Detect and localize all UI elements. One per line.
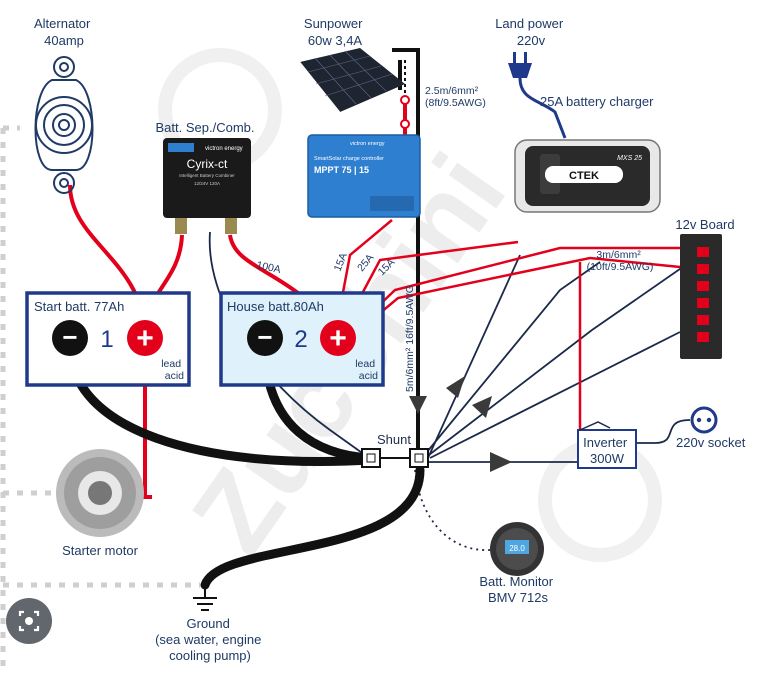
ground-icon — [193, 585, 217, 611]
svg-text:victron energy: victron energy — [350, 141, 385, 147]
flow-arrows — [409, 376, 512, 472]
solar-cable-label: 2.5m/6mm² (8ft/9.5AWG) — [425, 85, 486, 109]
lens-search-icon[interactable] — [6, 598, 52, 644]
svg-text:12/24V 120A: 12/24V 120A — [194, 181, 220, 186]
start-batt-number: 1 — [100, 326, 113, 353]
sunpower-label: Sunpower 60w 3,4A — [304, 16, 366, 48]
house-batt-label: House batt.80Ah — [227, 299, 324, 314]
svg-text:Cyrix-ct: Cyrix-ct — [187, 157, 228, 171]
starter-motor-icon — [56, 449, 144, 537]
start-lead-acid: lead acid — [161, 358, 184, 382]
start-battery — [25, 291, 191, 387]
cyrix-combiner: victron energy Cyrix-ct Intelligent Batt… — [163, 138, 251, 234]
12v-board — [680, 234, 722, 359]
main-cable-label: 5m/6mm² 16ft/9.5AWG — [404, 285, 416, 392]
fuse-100-label: 100A — [255, 259, 281, 276]
start-plus: + — [136, 322, 154, 355]
batt-sep-label: Batt. Sep./Comb. — [156, 120, 255, 135]
start-minus: − — [62, 322, 77, 352]
svg-text:CTEK: CTEK — [569, 170, 599, 182]
solar-fuses — [400, 60, 410, 129]
mppt-controller: victron energy SmartSolar charge control… — [307, 134, 421, 218]
svg-text:Intelligent Battery Combiner: Intelligent Battery Combiner — [179, 173, 235, 178]
svg-text:victron energy: victron energy — [205, 146, 243, 152]
monitor-label: Batt. Monitor BMV 712s — [479, 574, 556, 605]
svg-text:28.0: 28.0 — [509, 544, 525, 553]
alternator-icon — [34, 56, 94, 194]
svg-text:SmartSolar charge controller: SmartSolar charge controller — [314, 156, 384, 162]
battery-monitor: 28.0 — [490, 522, 544, 576]
shunt-label: Shunt — [377, 432, 411, 447]
thin-wires — [208, 231, 691, 551]
ctek-charger: CTEK MXS 25 — [514, 139, 661, 213]
house-lead-acid: lead acid — [355, 358, 378, 382]
socket-label: 220v socket — [676, 435, 746, 450]
inverter — [577, 421, 637, 469]
alternator-label: Alternator 40amp — [34, 16, 94, 48]
board-cable-label: 3m/6mm² (10ft/9.5AWG) — [587, 249, 654, 273]
solar-panel-icon — [299, 48, 405, 113]
svg-text:MPPT 75 | 15: MPPT 75 | 15 — [314, 165, 369, 175]
start-batt-label: Start batt. 77Ah — [34, 299, 124, 314]
svg-text:MXS 25: MXS 25 — [617, 155, 642, 162]
inverter-label: Inverter 300W — [583, 435, 631, 466]
plug-icon — [508, 52, 567, 139]
ground-label: Ground (sea water, engine cooling pump) — [155, 616, 265, 663]
house-plus: + — [329, 322, 347, 355]
house-minus: − — [257, 322, 272, 352]
house-batt-number: 2 — [294, 326, 307, 353]
charger-label: 25A battery charger — [540, 94, 654, 109]
board-label: 12v Board — [675, 217, 734, 232]
land-power-label: Land power 220v — [495, 16, 567, 48]
socket-icon — [690, 406, 718, 434]
frame-lines — [0, 125, 200, 668]
house-battery — [219, 291, 385, 387]
shunt — [361, 448, 429, 468]
starter-label: Starter motor — [62, 543, 139, 558]
